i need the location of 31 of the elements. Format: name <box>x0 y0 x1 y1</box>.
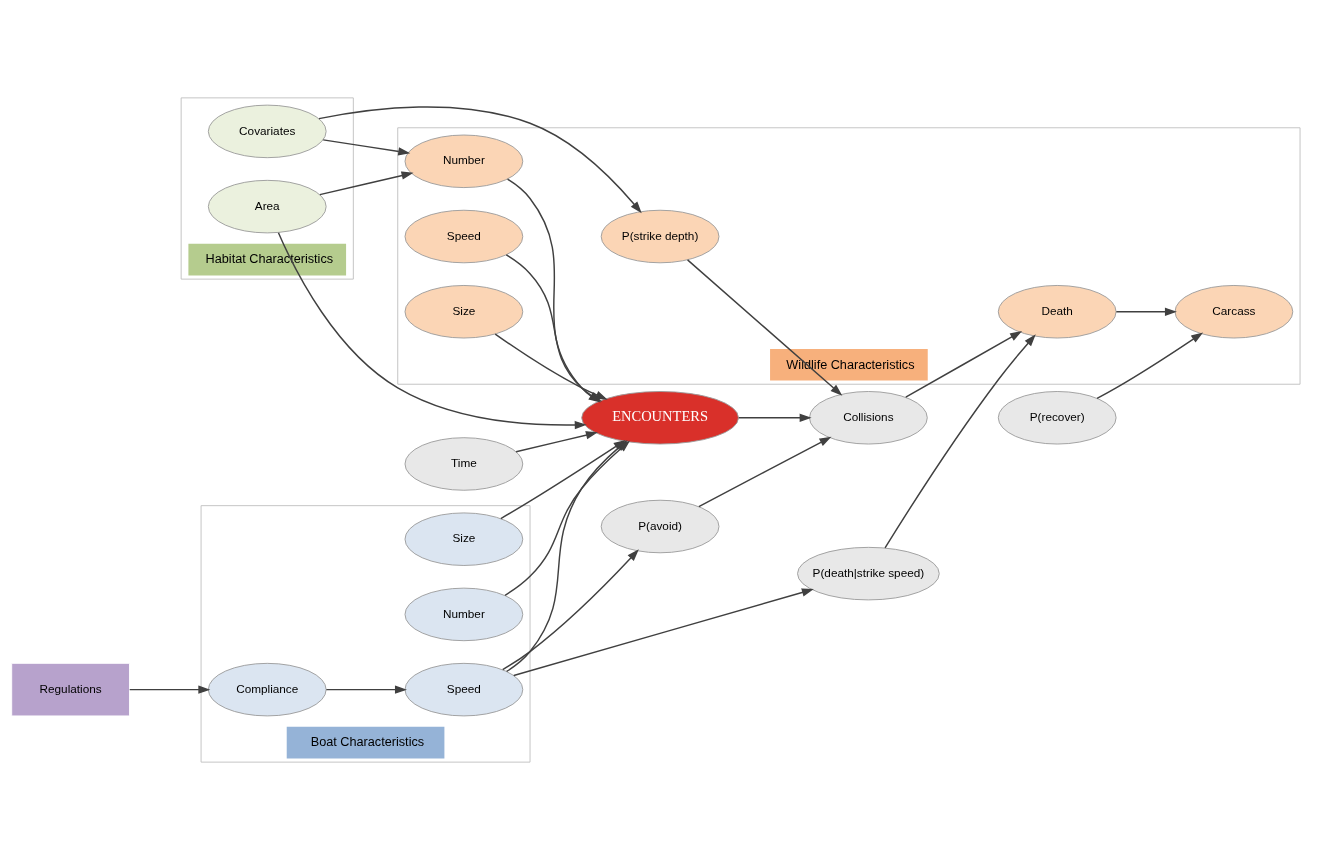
node-ellipse: Covariates <box>207 104 327 159</box>
arrow <box>502 549 639 671</box>
node-ellipse: Time <box>404 437 524 491</box>
node-ellipse: Number <box>404 587 524 642</box>
node-ellipse: P(death|strike speed) <box>797 546 940 601</box>
arrow <box>1096 332 1204 400</box>
arrow <box>319 171 414 196</box>
node-ellipse: Speed <box>404 662 524 717</box>
node-ellipse: Speed <box>404 209 524 264</box>
arrow <box>322 139 411 156</box>
arrow <box>128 685 211 694</box>
arrow <box>738 413 812 422</box>
arrow <box>325 685 407 694</box>
arrow <box>1115 307 1177 316</box>
node-ellipse: P(avoid) <box>600 499 720 554</box>
arrow <box>515 431 598 453</box>
arrow <box>698 436 832 508</box>
node-ellipse: P(strike depth) <box>600 209 720 264</box>
node-ellipse: Number <box>404 134 524 189</box>
node-ellipse: Area <box>207 179 327 234</box>
arrow <box>277 231 587 430</box>
arrow <box>513 588 814 677</box>
arrow <box>884 334 1036 549</box>
node-ellipse: Compliance <box>207 662 327 717</box>
arrow <box>686 259 843 396</box>
node-ellipse: Size <box>404 512 524 566</box>
node-ellipse: Size <box>404 285 524 339</box>
node-ellipse: Carcass <box>1174 285 1294 339</box>
node-box: Regulations <box>11 662 130 717</box>
arrow <box>318 106 642 214</box>
node-ellipse: P(recover) <box>997 391 1117 445</box>
